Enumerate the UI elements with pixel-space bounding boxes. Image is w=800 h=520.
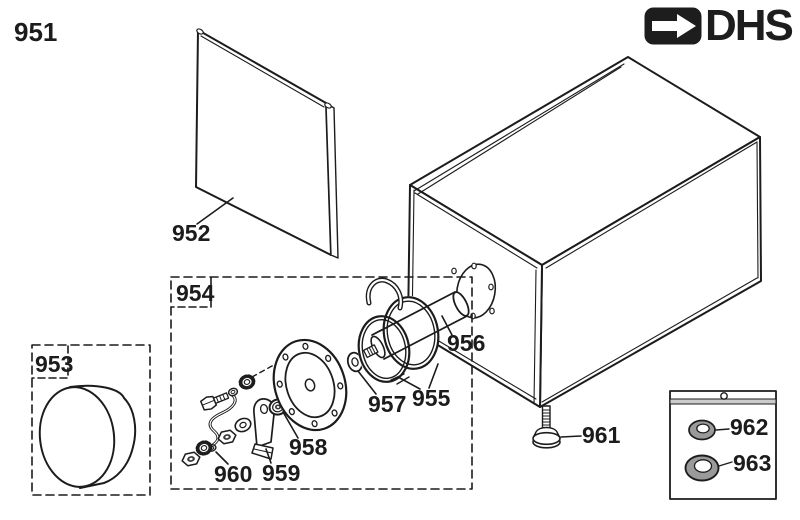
group-953-dashed-box <box>31 344 151 496</box>
hook-drawing <box>365 277 404 311</box>
seal-963-drawing <box>684 454 720 482</box>
part-label-952: 952 <box>172 220 211 246</box>
part-label-961: 961 <box>582 422 621 448</box>
brand-name: DHS <box>705 1 794 50</box>
group-954-label-box <box>170 277 212 308</box>
part-label-957: 957 <box>368 391 407 417</box>
lock-washer-bottom <box>193 438 215 458</box>
cabinet-drawing <box>407 56 762 408</box>
bag-hang-hole <box>720 392 728 400</box>
seal-962-drawing <box>688 419 716 441</box>
leader-lines <box>196 197 733 467</box>
flange-drawing <box>272 338 348 432</box>
reel-rings-drawing <box>357 296 440 385</box>
part-label-959: 959 <box>262 460 301 486</box>
bolt-drawing <box>200 392 230 411</box>
flat-washer <box>234 417 252 433</box>
hex-nut-1 <box>216 428 238 446</box>
shaft-drawing <box>362 291 470 360</box>
group-953-label-box <box>31 345 69 379</box>
assembly-group <box>170 276 473 490</box>
part-label-956: 956 <box>447 330 486 356</box>
figure-number: 951 <box>14 17 58 47</box>
threaded-stub <box>362 344 379 359</box>
bracket-drawing <box>251 398 276 460</box>
group-954-dashed-box <box>170 276 473 490</box>
part-label-962: 962 <box>730 414 769 440</box>
panel-drawing <box>195 28 339 259</box>
brand-logo: DHS <box>644 1 794 50</box>
foot-drawing <box>532 405 561 449</box>
part-label-958: 958 <box>289 434 328 460</box>
part-label-954: 954 <box>176 280 215 306</box>
part-label-955: 955 <box>412 385 451 411</box>
part-label-963: 963 <box>733 450 772 476</box>
drum-face <box>38 386 116 488</box>
arrow-right-icon <box>644 7 702 45</box>
part-label-960: 960 <box>214 461 253 487</box>
part-label-953: 953 <box>35 351 74 377</box>
bag-drawing <box>669 390 777 500</box>
drum-group <box>31 344 151 496</box>
